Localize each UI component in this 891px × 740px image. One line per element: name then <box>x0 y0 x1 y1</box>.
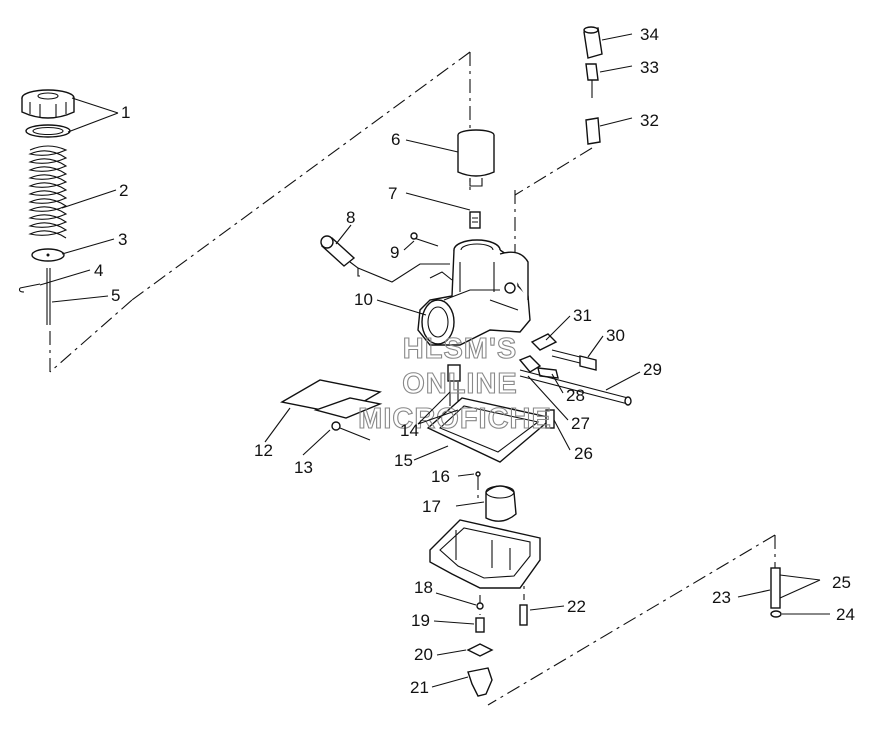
callout-labels: 1 2 3 4 5 6 7 8 9 10 12 13 14 15 16 17 1… <box>94 25 855 697</box>
callout-21: 21 <box>410 678 429 697</box>
callout-1: 1 <box>121 103 130 122</box>
callout-25: 25 <box>832 573 851 592</box>
float-pin-part <box>475 471 481 477</box>
jet-needle-part <box>46 268 51 325</box>
callout-30: 30 <box>606 326 625 345</box>
callout-23: 23 <box>712 588 731 607</box>
top-fitting-part <box>583 26 603 145</box>
callout-5: 5 <box>111 286 120 305</box>
callout-8: 8 <box>346 208 355 227</box>
callout-31: 31 <box>573 306 592 325</box>
callout-4: 4 <box>94 261 103 280</box>
pilot-screw-part <box>410 232 439 247</box>
leader-lines <box>39 33 830 688</box>
callout-16: 16 <box>431 467 450 486</box>
callout-33: 33 <box>640 58 659 77</box>
callout-24: 24 <box>836 605 855 624</box>
bowl-screw-part <box>519 604 528 626</box>
callout-6: 6 <box>391 130 400 149</box>
watermark-line-1: HLSM'S <box>403 333 517 365</box>
callout-26: 26 <box>574 444 593 463</box>
callout-10: 10 <box>354 290 373 309</box>
callout-34: 34 <box>640 25 659 44</box>
watermark: HLSM'S ONLINE MICROFICHE <box>358 332 552 435</box>
callout-15: 15 <box>394 451 413 470</box>
watermark-line-3: MICROFICHE <box>358 403 552 435</box>
callout-29: 29 <box>643 360 662 379</box>
callout-2: 2 <box>119 181 128 200</box>
carburetor-cap-part <box>21 89 75 138</box>
throttle-valve-part <box>457 129 495 187</box>
callout-18: 18 <box>414 578 433 597</box>
callout-9: 9 <box>390 243 399 262</box>
e-clip-part <box>18 283 41 293</box>
float-bowl-part <box>429 519 541 589</box>
callout-7: 7 <box>388 184 397 203</box>
main-jet-part <box>447 364 461 406</box>
callout-32: 32 <box>640 111 659 130</box>
air-screw-set-part <box>770 567 782 618</box>
needle-retainer-part <box>31 248 65 262</box>
watermark-line-2: ONLINE <box>402 368 518 400</box>
callout-3: 3 <box>118 230 127 249</box>
callout-19: 19 <box>411 611 430 630</box>
callout-20: 20 <box>414 645 433 664</box>
callout-27: 27 <box>571 414 590 433</box>
drain-screw-part <box>466 602 494 697</box>
assembly-guide-lines <box>49 51 776 706</box>
callout-28: 28 <box>566 386 585 405</box>
callout-12: 12 <box>254 441 273 460</box>
float-part <box>485 485 517 522</box>
throttle-spring-part <box>28 145 68 239</box>
cable-adjuster-part <box>320 235 450 283</box>
callout-13: 13 <box>294 458 313 477</box>
callout-14: 14 <box>400 421 419 440</box>
needle-jet-part <box>469 211 481 229</box>
carburetor-body-part <box>417 239 531 346</box>
float-bowl-gasket-part <box>280 379 383 441</box>
callout-22: 22 <box>567 597 586 616</box>
callout-17: 17 <box>422 497 441 516</box>
